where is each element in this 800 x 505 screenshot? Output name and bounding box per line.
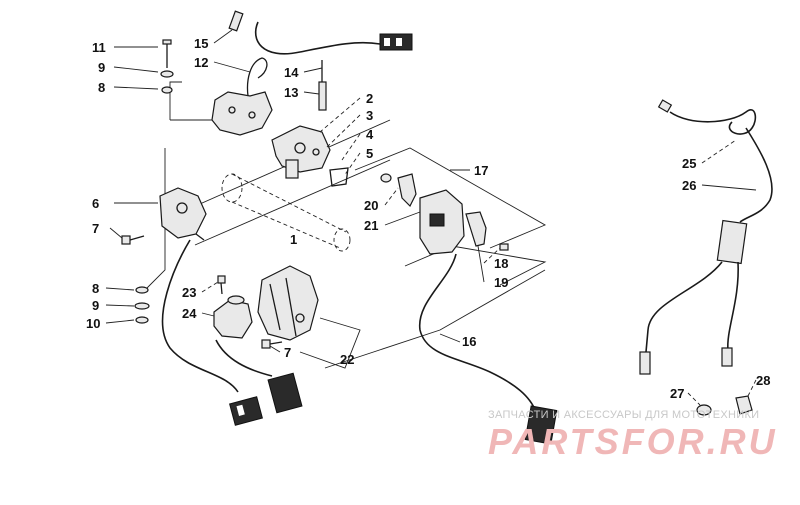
nut-28 (735, 395, 753, 415)
throttle-lever-6 (159, 187, 207, 241)
pin-14 (318, 60, 327, 111)
callout-4: 4 (366, 127, 374, 142)
part-group-17 (380, 173, 509, 255)
callout-12: 12 (194, 55, 208, 70)
callout-20: 20 (364, 198, 378, 213)
screw-23 (217, 275, 226, 295)
callout-8-lower: 8 (92, 281, 99, 296)
callout-3: 3 (366, 108, 373, 123)
switch-harness-15 (228, 10, 413, 55)
callout-16: 16 (462, 334, 476, 349)
callout-2: 2 (366, 91, 373, 106)
screw-7-upper (121, 235, 145, 245)
washer-8-lower (135, 286, 149, 294)
callout-27: 27 (670, 386, 684, 401)
handlebar-tube-1 (221, 173, 351, 252)
switch-cover-24 (213, 295, 253, 339)
watermark-brand: PARTSFOR.RU (488, 421, 778, 462)
callout-11: 11 (92, 40, 106, 55)
bolt-11 (162, 39, 172, 68)
washer-9-top (160, 70, 174, 78)
watermark-tagline: ЗАПЧАСТИ И АКСЕССУАРЫ ДЛЯ МОТОТЕХНИКИ (488, 409, 759, 421)
callout-7-upper: 7 (92, 221, 99, 236)
callout-10: 10 (86, 316, 100, 331)
throttle-housing (271, 125, 349, 187)
mount-bracket-12 (211, 57, 273, 136)
callout-19: 19 (494, 275, 508, 290)
callout-8-top: 8 (98, 80, 105, 95)
callout-26: 26 (682, 178, 696, 193)
callout-5: 5 (366, 146, 373, 161)
callout-14: 14 (284, 65, 299, 80)
bracket-lines (144, 81, 547, 369)
callout-9-top: 9 (98, 60, 105, 75)
callout-24: 24 (182, 306, 197, 321)
washer-10 (135, 316, 149, 324)
callout-1: 1 (290, 232, 297, 247)
callout-17: 17 (474, 163, 488, 178)
callout-9-lower: 9 (92, 298, 99, 313)
callout-labels: 11 9 8 15 12 14 13 2 3 4 5 6 7 1 17 20 2… (86, 36, 770, 401)
screw-7-lower (261, 339, 283, 349)
callout-18: 18 (494, 256, 508, 271)
callout-7-lower: 7 (284, 345, 291, 360)
sensor-harness-26 (639, 99, 773, 375)
grommet-27 (696, 404, 712, 416)
callout-23: 23 (182, 285, 196, 300)
watermark: ЗАПЧАСТИ И АКСЕССУАРЫ ДЛЯ МОТОТЕХНИКИ PA… (488, 409, 778, 462)
callout-22: 22 (340, 352, 354, 367)
callout-25: 25 (682, 156, 696, 171)
callout-leaders (105, 29, 757, 406)
callout-21: 21 (364, 218, 378, 233)
callout-13: 13 (284, 85, 298, 100)
left-harness (161, 239, 303, 426)
switch-housing-22 (257, 265, 319, 341)
harness-16 (419, 253, 558, 445)
callout-15: 15 (194, 36, 208, 51)
washer-9-lower (134, 302, 150, 310)
washer-8-top (161, 86, 173, 94)
callout-28: 28 (756, 373, 770, 388)
callout-6: 6 (92, 196, 99, 211)
